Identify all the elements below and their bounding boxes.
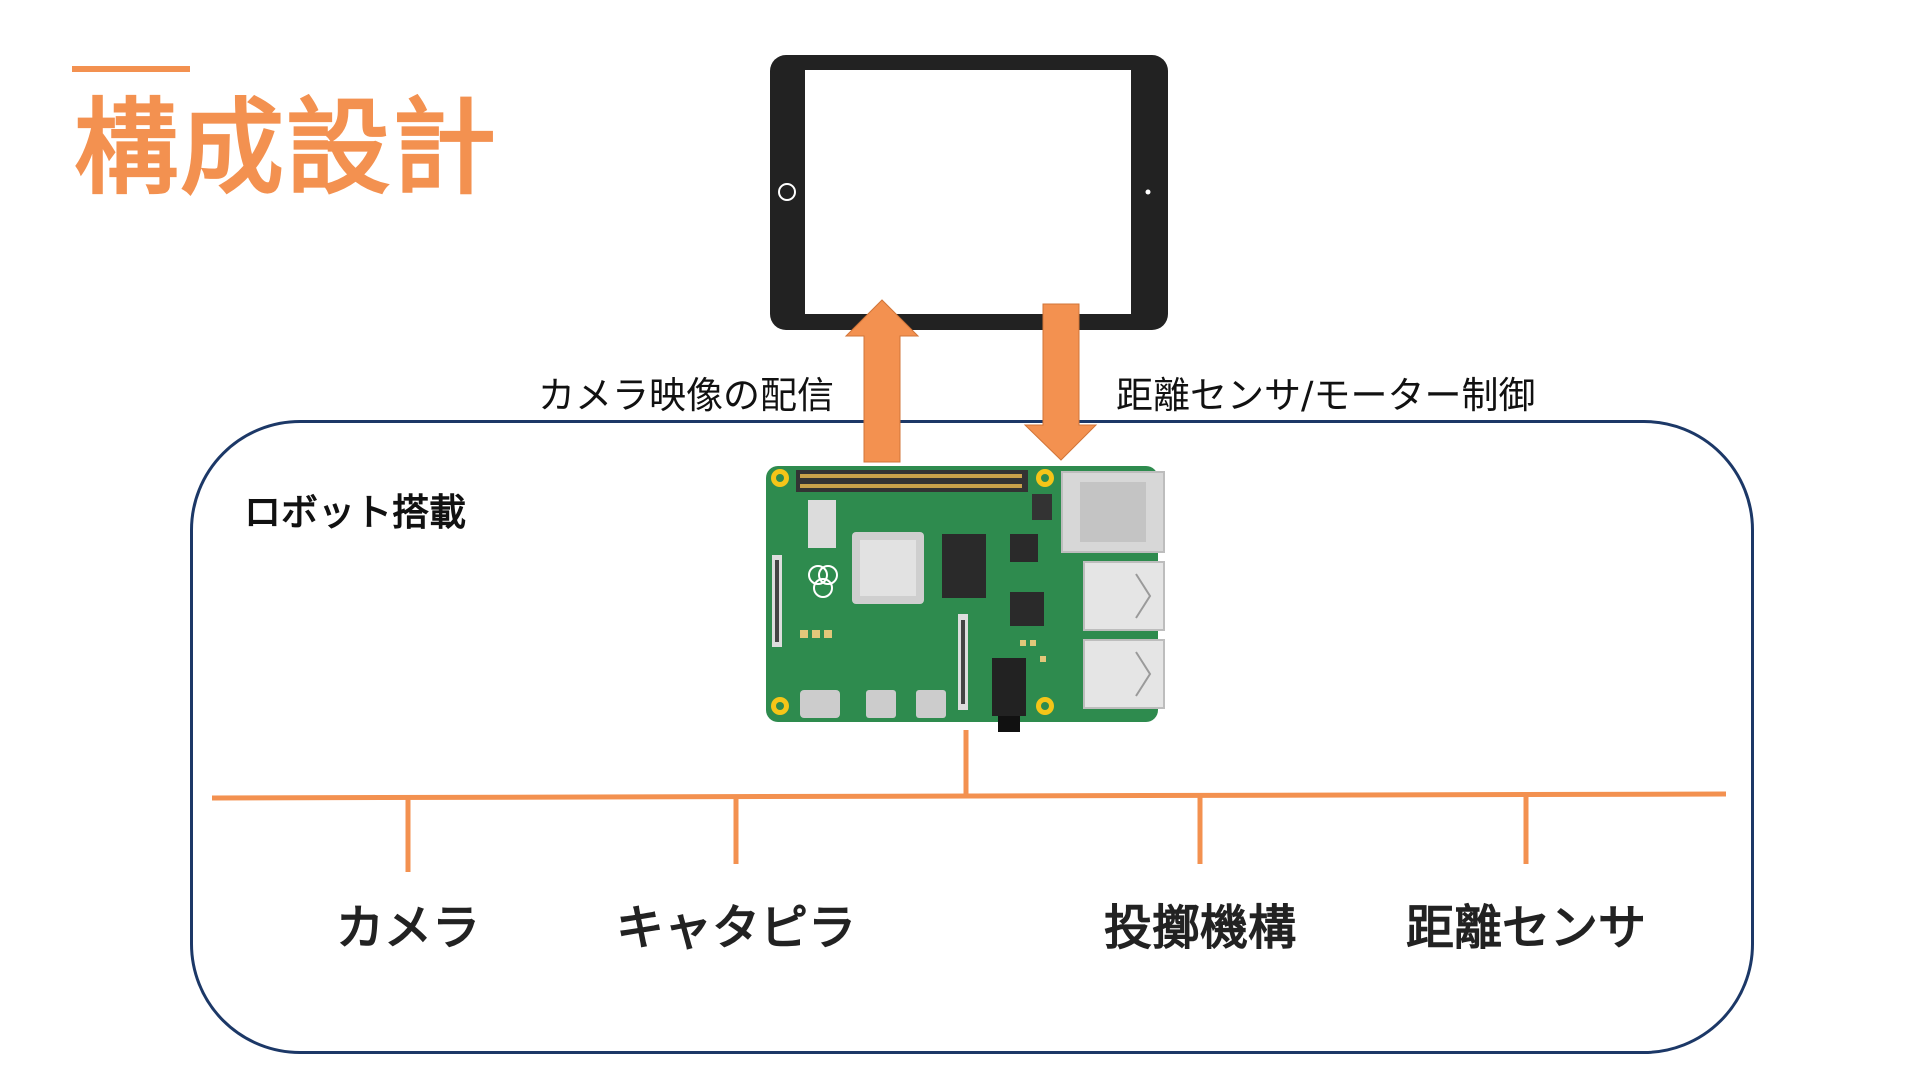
title-accent-line — [72, 66, 190, 72]
module-bus-lines — [211, 730, 1727, 872]
robot-label: ロボット搭載 — [244, 491, 466, 534]
page-title: 構成設計 — [74, 87, 499, 209]
module-camera: カメラ — [335, 900, 480, 956]
module-distance-sensor: 距離センサ — [1405, 900, 1646, 956]
download-arrow — [1023, 303, 1098, 461]
tablet-icon — [770, 55, 1168, 330]
raspberry-pi-board-icon — [766, 466, 1165, 732]
camera-stream-label: カメラ映像の配信 — [538, 374, 834, 417]
robot-container-box — [190, 420, 1754, 1054]
raspberry-logo-icon — [808, 565, 838, 598]
upload-arrow — [844, 299, 920, 463]
module-caterpillar: キャタピラ — [615, 900, 856, 956]
module-throwing-mechanism: 投擲機構 — [1103, 900, 1296, 956]
sensor-motor-control-label: 距離センサ/モーター制御 — [1116, 374, 1536, 417]
